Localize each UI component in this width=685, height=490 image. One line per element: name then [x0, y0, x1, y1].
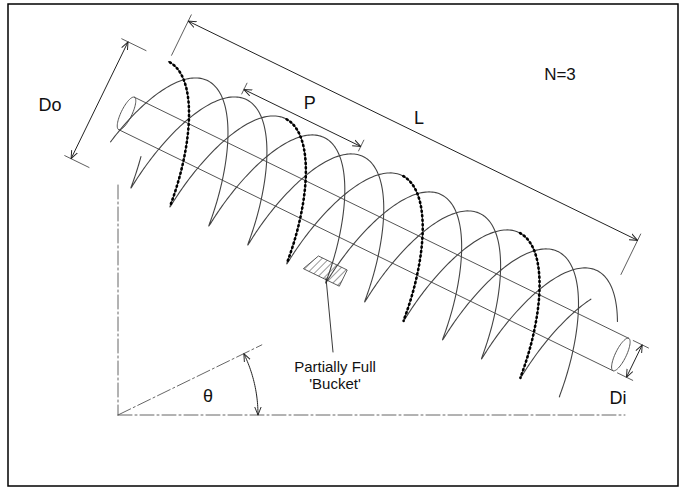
- bucket-hatch: [303, 256, 347, 286]
- vertical-reference: [118, 185, 119, 415]
- horizontal-reference: [118, 415, 625, 416]
- angle-label: θ: [201, 386, 215, 407]
- axis-reference: [118, 345, 262, 415]
- leader-line: [326, 278, 333, 352]
- shaft-end: [612, 338, 631, 371]
- extension-line: [122, 39, 146, 51]
- dimension-line: [71, 42, 128, 159]
- highlighted-flight: [170, 62, 189, 207]
- dimension-label: Di: [608, 388, 629, 409]
- angle-arc: [244, 354, 258, 415]
- frame: [8, 4, 678, 486]
- extension-line: [242, 83, 247, 94]
- extension-line: [65, 156, 89, 168]
- dimension-line: [626, 345, 642, 377]
- shaft-line: [134, 97, 628, 338]
- dimension-line: [188, 21, 637, 240]
- highlighted-flight: [403, 176, 422, 321]
- shaft-end: [117, 97, 136, 130]
- dimension-label: Do: [36, 95, 63, 116]
- note-label: N=3: [542, 65, 578, 85]
- screw-flight: [131, 97, 617, 359]
- dimension-label: L: [412, 108, 426, 129]
- dimension-label: P: [302, 92, 318, 113]
- highlighted-flight: [287, 119, 306, 264]
- extension-line: [617, 373, 632, 380]
- screw-flight: [168, 62, 590, 378]
- callout-label: Partially Full 'Bucket': [277, 358, 393, 393]
- dimension-line: [244, 89, 361, 146]
- highlighted-flight: [520, 233, 539, 378]
